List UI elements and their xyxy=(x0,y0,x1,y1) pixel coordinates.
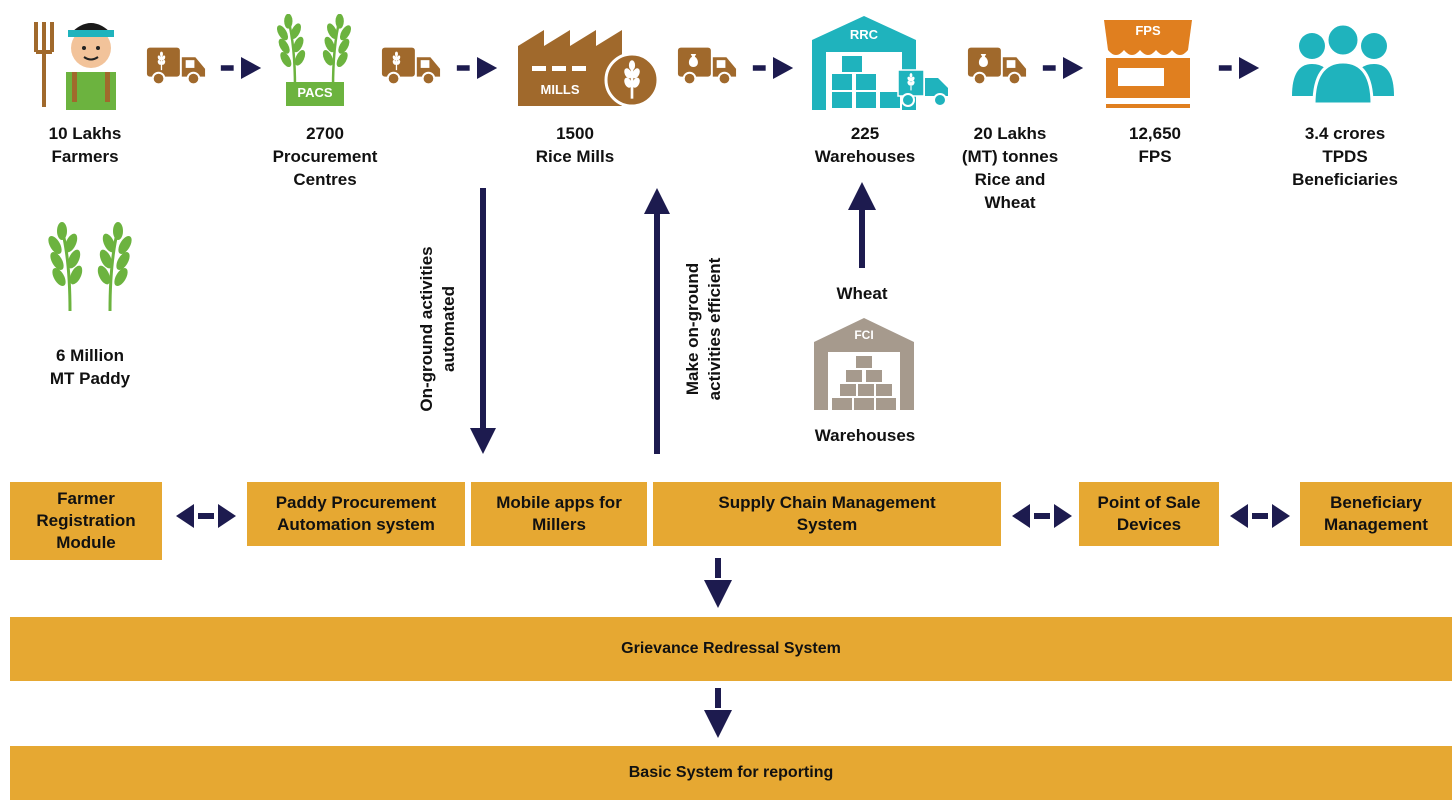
truck-icon xyxy=(676,42,738,88)
rrc-sign: RRC xyxy=(849,27,879,42)
pos-box: Point of Sale Devices xyxy=(1079,482,1219,546)
warehouses-label: 225 Warehouses xyxy=(814,124,916,166)
fci-warehouses-label: Warehouses xyxy=(814,426,916,445)
arrow-down-icon xyxy=(470,188,496,454)
mill-icon xyxy=(518,30,660,108)
fci-warehouse-icon xyxy=(814,318,914,410)
wheat-label: Wheat xyxy=(836,284,888,303)
farmers-label: 10 Lakhs Farmers xyxy=(48,124,122,166)
fci-sign: FCI xyxy=(854,328,874,342)
beneficiary-management-label: Beneficiary Management xyxy=(1324,493,1428,534)
mobile-apps-box: Mobile apps for Millers xyxy=(471,482,647,546)
bidirectional-arrow-icon xyxy=(176,504,236,528)
fps-label: 12,650 FPS xyxy=(1129,124,1181,166)
arrow-down-icon xyxy=(704,688,732,738)
bidirectional-arrow-icon xyxy=(1230,504,1290,528)
paddy-wheat-icon xyxy=(44,222,136,313)
arrow-right-icon xyxy=(456,57,498,79)
mills-label: 1500 Rice Mills xyxy=(535,124,615,166)
basic-reporting-box: Basic System for reporting xyxy=(10,746,1452,800)
farmer-registration-module: Farmer Registration Module xyxy=(10,482,162,560)
truck-icon xyxy=(145,42,207,88)
paddy-label: 6 Million MT Paddy xyxy=(49,346,131,388)
truck-icon xyxy=(380,42,442,88)
paddy-procurement-box: Paddy Procurement Automation system xyxy=(247,482,465,546)
automated-label: On-ground activities automated xyxy=(417,246,458,412)
efficient-label: Make on-ground activities efficient xyxy=(683,257,724,401)
arrow-up-icon xyxy=(644,188,670,454)
arrow-right-icon xyxy=(752,57,794,79)
grievance-redressal-label: Grievance Redressal System xyxy=(621,640,841,657)
paddy-procurement-label: Paddy Procurement Automation system xyxy=(275,493,437,534)
beneficiary-management-box: Beneficiary Management xyxy=(1300,482,1452,546)
fps-sign: FPS xyxy=(1135,23,1161,38)
pacs-wheat-icon xyxy=(273,14,355,106)
tonnes-label: 20 Lakhs (MT) tonnes Rice and Wheat xyxy=(961,124,1059,212)
mills-sign: MILLS xyxy=(540,82,580,97)
bidirectional-arrow-icon xyxy=(1012,504,1072,528)
farmer-registration-label: Farmer Registration Module xyxy=(36,489,136,552)
grievance-redressal-box: Grievance Redressal System xyxy=(10,617,1452,681)
beneficiaries-label: 3.4 crores TPDS Beneficiaries xyxy=(1292,124,1398,189)
arrow-right-icon xyxy=(1042,57,1084,79)
arrow-up-icon xyxy=(848,182,876,268)
farmer-icon xyxy=(34,22,116,110)
arrow-down-icon xyxy=(704,558,732,608)
rrc-warehouse-icon xyxy=(812,16,948,110)
scm-box: Supply Chain Management System xyxy=(653,482,1001,546)
scm-label: Supply Chain Management System xyxy=(718,493,936,534)
arrow-right-icon xyxy=(220,57,262,79)
truck-icon xyxy=(966,42,1028,88)
procurement-label: 2700 Procurement Centres xyxy=(272,124,378,189)
pacs-sign: PACS xyxy=(297,85,333,100)
arrow-right-icon xyxy=(1218,57,1260,79)
people-group-icon xyxy=(1292,22,1394,106)
fps-shop-icon xyxy=(1104,20,1192,108)
pos-label: Point of Sale Devices xyxy=(1097,493,1201,534)
basic-reporting-label: Basic System for reporting xyxy=(628,764,834,781)
mobile-apps-label: Mobile apps for Millers xyxy=(496,493,622,534)
